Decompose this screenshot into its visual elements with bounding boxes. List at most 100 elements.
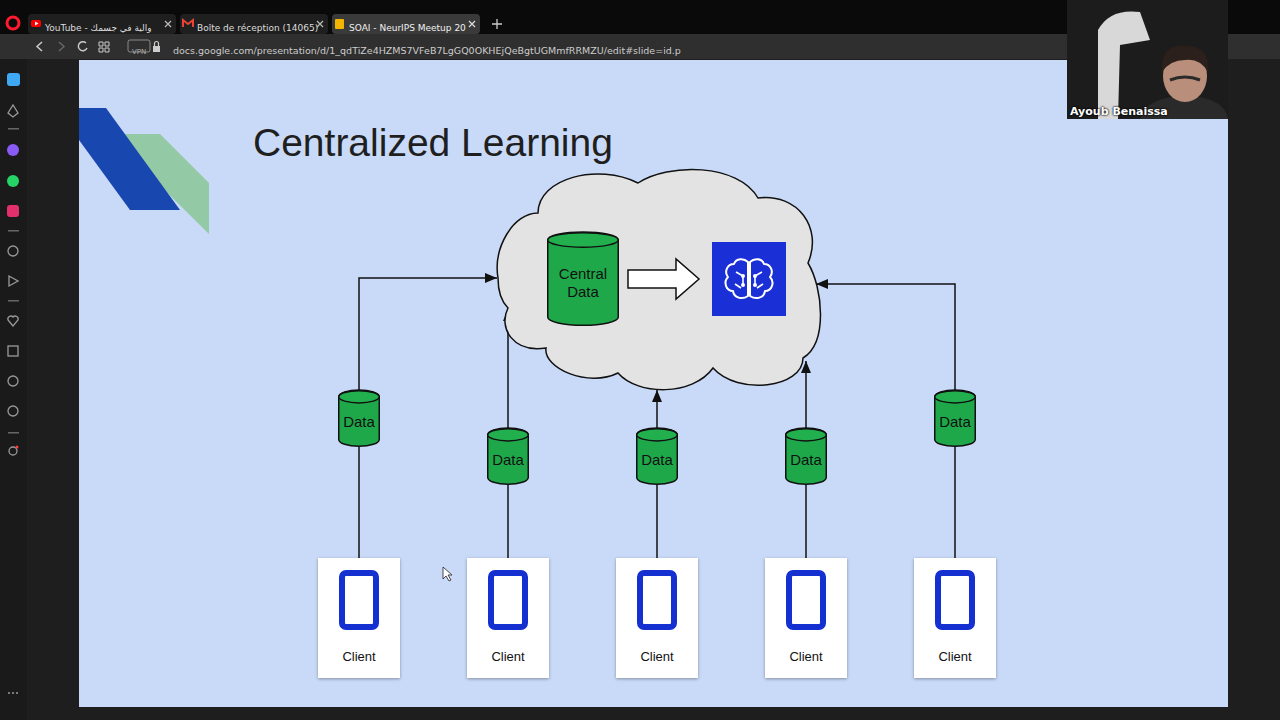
model-box	[712, 242, 786, 316]
slides-favicon	[335, 19, 344, 29]
data-label: Data	[790, 451, 822, 469]
phone-icon	[491, 573, 525, 627]
brain-circuit	[735, 264, 763, 296]
cylinder-top	[935, 391, 976, 403]
webcam-ground	[1067, 0, 1228, 119]
connector-line	[359, 278, 497, 390]
chair	[1098, 11, 1150, 119]
cylinder-top	[339, 391, 380, 403]
browser-tab	[28, 14, 176, 34]
url-text: docs.google.com/presentation/d/1_qdTiZe4…	[173, 45, 681, 57]
data-label: Data	[641, 451, 673, 469]
circuit-dot	[753, 274, 757, 278]
database-cylinder: Data	[785, 428, 827, 485]
slide	[79, 60, 1228, 707]
data-label: Data	[343, 413, 375, 431]
tab-title: Boîte de réception (14065)	[197, 22, 318, 34]
cylinder-top	[548, 233, 619, 248]
mouse-cursor	[443, 567, 452, 581]
label-wrap: SOAI - NeurIPS Meetup 20	[349, 17, 466, 35]
cylinder-top	[786, 429, 827, 441]
sidebar-dot	[8, 692, 10, 694]
title-wrap: Centralized Learning	[253, 120, 613, 166]
tab-close-icon	[165, 21, 171, 27]
cylinder-top	[637, 429, 678, 441]
data-label: Central Data	[551, 265, 615, 301]
label-wrap: Ayoub Benaissa	[1070, 101, 1168, 119]
slide-decoration-blue	[79, 108, 180, 210]
cylinder-top	[488, 429, 529, 441]
label-wrap: VPN	[128, 40, 150, 58]
sidebar-divider	[8, 432, 19, 434]
database-cylinder: Data	[636, 428, 678, 485]
forward-icon	[59, 42, 64, 51]
cloud-node: Central Data	[498, 168, 814, 392]
label-wrap: YouTube - والية في جسمك	[45, 17, 152, 35]
whatsapp-icon	[7, 175, 19, 187]
circuit-dot	[741, 274, 745, 278]
connector-line	[656, 485, 658, 558]
cloud-outline	[497, 169, 820, 389]
tab-title: YouTube - والية في جسمك	[45, 22, 152, 34]
slide-title: Centralized Learning	[253, 120, 613, 166]
sidebar-icon	[7, 73, 20, 86]
phone-icons	[342, 573, 972, 627]
new-tab-icon	[492, 19, 502, 29]
sidebar-icon	[8, 105, 18, 117]
database-cylinder: Central Data	[547, 232, 619, 326]
cylinder-body	[488, 428, 529, 484]
participant-name: Ayoub Benaissa	[1070, 105, 1168, 119]
client-label: Client	[938, 649, 971, 665]
phone-icon	[640, 573, 674, 627]
client-box: Client	[318, 558, 400, 678]
brain-left	[726, 259, 748, 298]
sidebar-dot	[16, 692, 18, 694]
vpn-label: VPN	[132, 46, 146, 58]
sidebar-divider	[8, 230, 19, 232]
gmail-favicon	[183, 20, 193, 27]
client-box: Client	[914, 558, 996, 678]
lock-shackle	[155, 42, 159, 47]
connector-line	[805, 485, 807, 558]
model-icon	[712, 242, 786, 316]
sidebar-icon	[8, 246, 18, 256]
client-box: Client	[765, 558, 847, 678]
client-label: Client	[491, 649, 524, 665]
sidebar-badge	[16, 446, 19, 449]
side-bar	[0, 59, 27, 720]
side-bar-ground	[0, 59, 27, 720]
cylinder-body	[786, 428, 827, 484]
connector-line	[816, 284, 955, 390]
person-hair	[1162, 46, 1208, 72]
database-cylinder: Data	[487, 428, 529, 485]
tab-title: SOAI - NeurIPS Meetup 20	[349, 22, 466, 34]
sidebar-icon	[8, 376, 18, 386]
client-box: Client	[616, 558, 698, 678]
person-glasses	[1170, 77, 1200, 80]
label-wrap: Boîte de réception (14065)	[197, 17, 318, 35]
connector-line	[656, 390, 658, 428]
client-label: Client	[342, 649, 375, 665]
tab-close-icon	[469, 21, 475, 27]
cloud-shape	[498, 168, 814, 392]
brain-right	[750, 259, 772, 298]
label-wrap: docs.google.com/presentation/d/1_qdTiZe4…	[173, 40, 681, 58]
sidebar-icon	[8, 406, 18, 416]
database-cylinder: Data	[934, 390, 976, 447]
cylinder-body	[637, 428, 678, 484]
youtube-favicon	[31, 20, 41, 27]
sidebar-icon	[8, 316, 18, 326]
sidebar-icon	[8, 346, 18, 356]
phone-icon	[938, 573, 972, 627]
connector-line	[805, 361, 807, 428]
block-arrow	[628, 259, 699, 299]
connector-line	[507, 485, 509, 558]
sidebar-dot	[12, 692, 14, 694]
circuit-dot	[741, 283, 745, 287]
sidebar-divider	[8, 128, 19, 130]
database-cylinder: Data	[338, 390, 380, 447]
flow-arrow	[628, 259, 699, 299]
sidebar-icon	[9, 447, 17, 455]
